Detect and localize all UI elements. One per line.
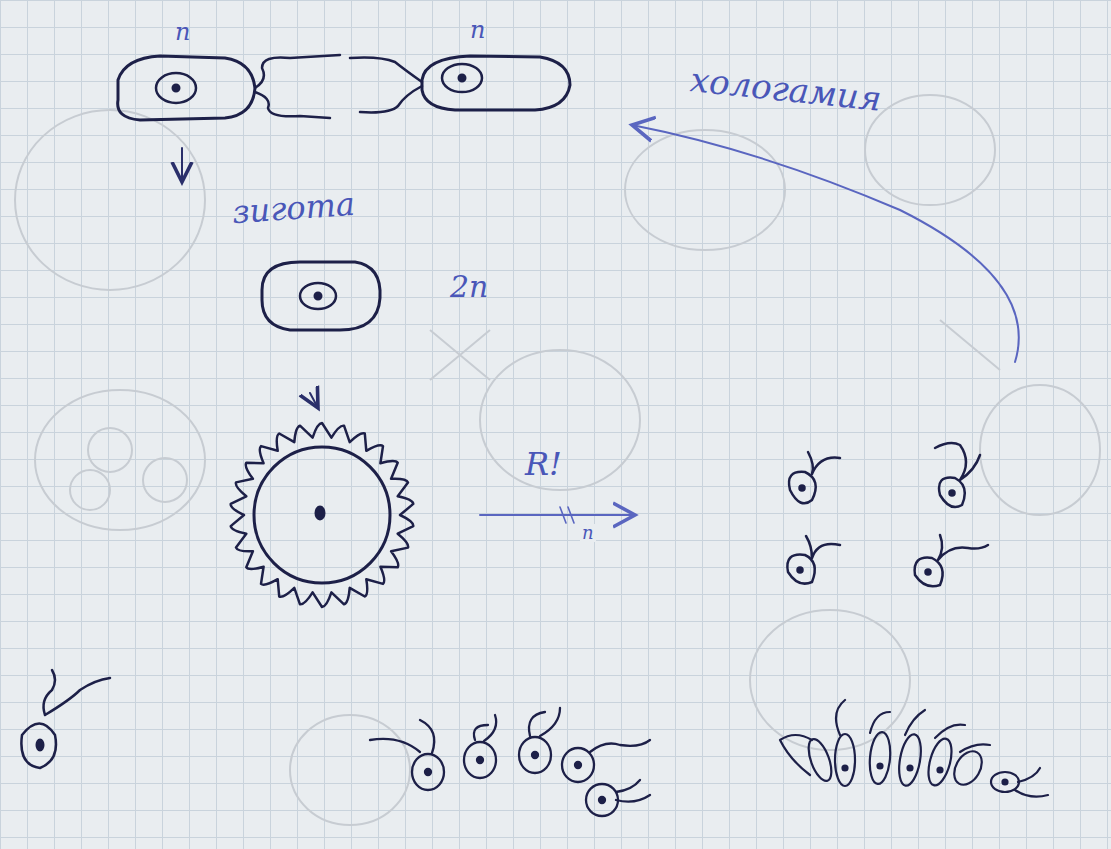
process-label: хологамия bbox=[689, 62, 883, 116]
ploidy-label: n bbox=[470, 18, 485, 42]
ploidy-label: n bbox=[580, 524, 596, 542]
ploidy-label: n bbox=[175, 20, 190, 44]
ploidy-label: 2n bbox=[450, 272, 488, 302]
pencil-ghost bbox=[15, 95, 1100, 825]
meiosis-label: R! bbox=[525, 448, 562, 480]
stage-label: зигота bbox=[231, 188, 356, 228]
